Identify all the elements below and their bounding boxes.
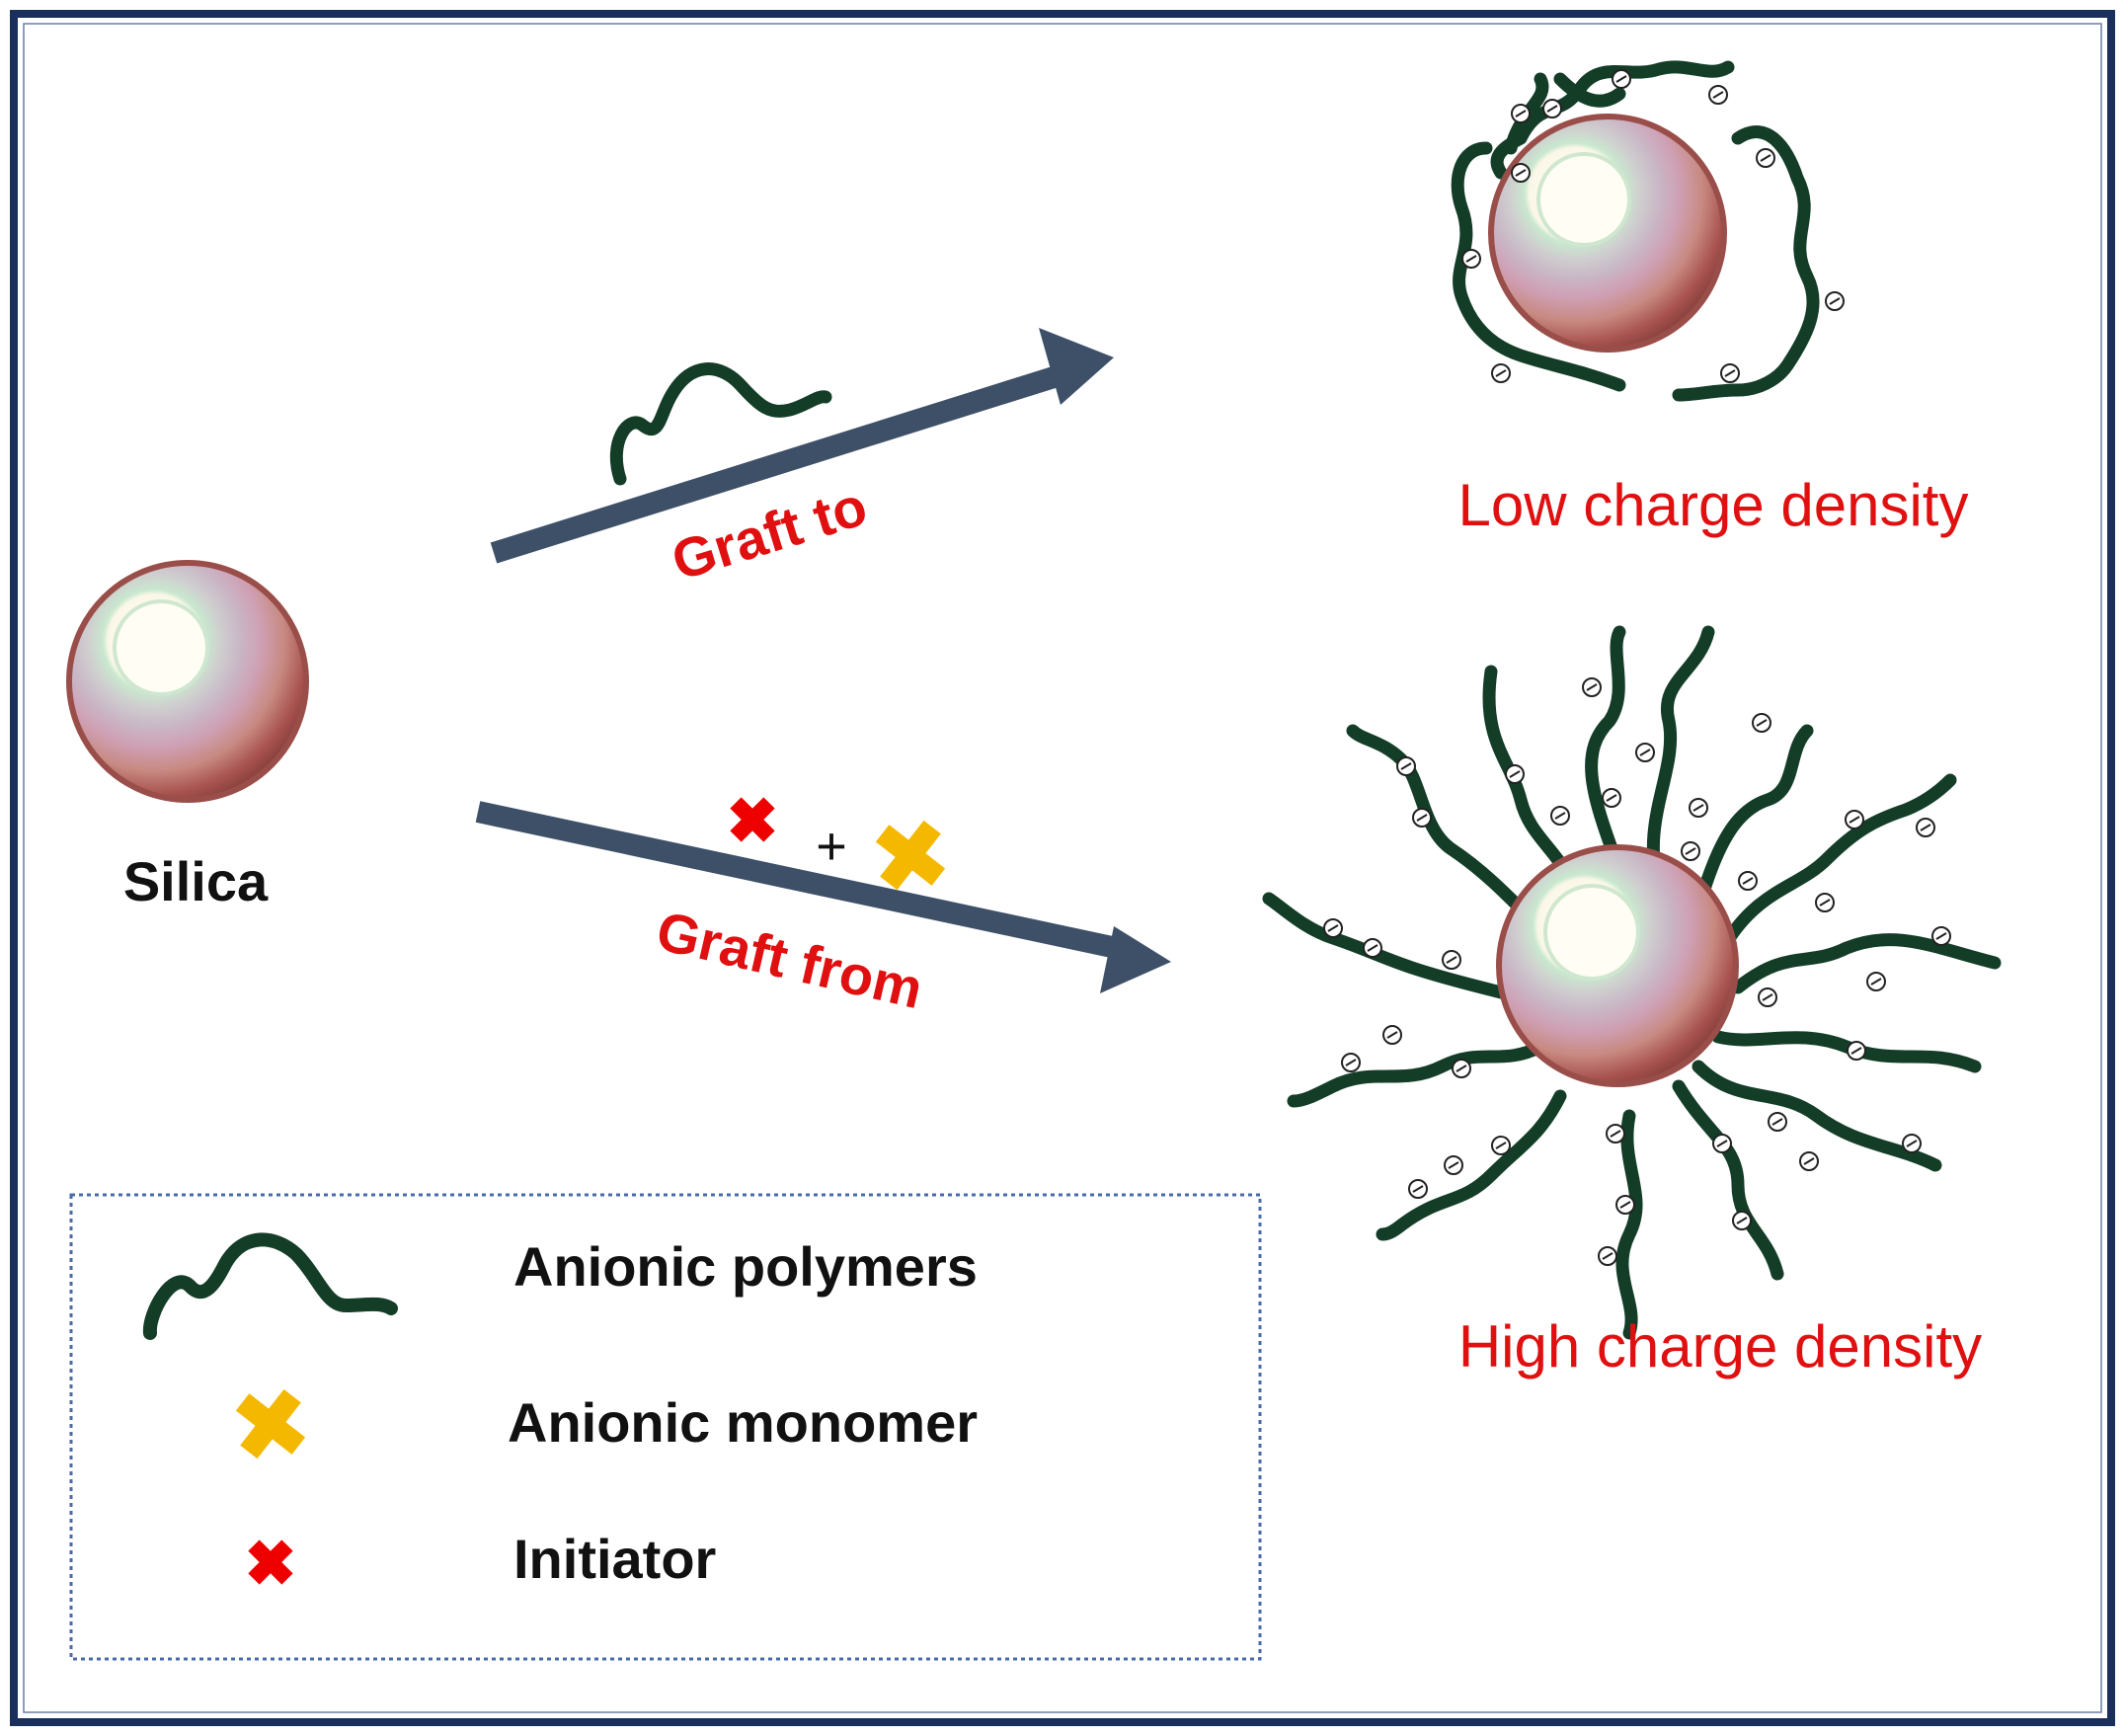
dense-polymer-chains	[1262, 625, 2002, 1340]
graft-to-arrow	[490, 328, 1114, 564]
monomer-symbol	[875, 820, 946, 891]
silica-label: Silica	[123, 850, 269, 912]
legend-initiator-icon	[248, 1539, 293, 1585]
outer-frame	[10, 10, 2115, 1726]
legend-polymer-icon	[142, 1232, 398, 1340]
inner-frame	[23, 23, 2102, 1713]
legend-monomer-label: Anionic monomer	[508, 1391, 978, 1454]
legend-initiator-label: Initiator	[513, 1528, 716, 1590]
graft-to-polymer-chain	[609, 362, 832, 486]
legend: Anionic polymers Anionic monomer Initiat…	[69, 1193, 1262, 1661]
silica-particle	[66, 560, 309, 803]
initiator-symbol	[730, 797, 775, 842]
legend-polymer-label: Anionic polymers	[513, 1235, 978, 1298]
high-charge-density-label: High charge density	[1458, 1313, 1982, 1380]
low-charge-density-label: Low charge density	[1458, 472, 1969, 538]
graft-from-particle	[1262, 625, 2002, 1340]
graft-to-particle	[1451, 60, 1820, 402]
plus-sign: +	[816, 817, 847, 876]
graft-from-arrow	[475, 801, 1171, 993]
legend-box	[69, 1193, 1262, 1661]
legend-monomer-icon	[235, 1388, 306, 1460]
sparse-polymer-chains	[1451, 60, 1820, 402]
